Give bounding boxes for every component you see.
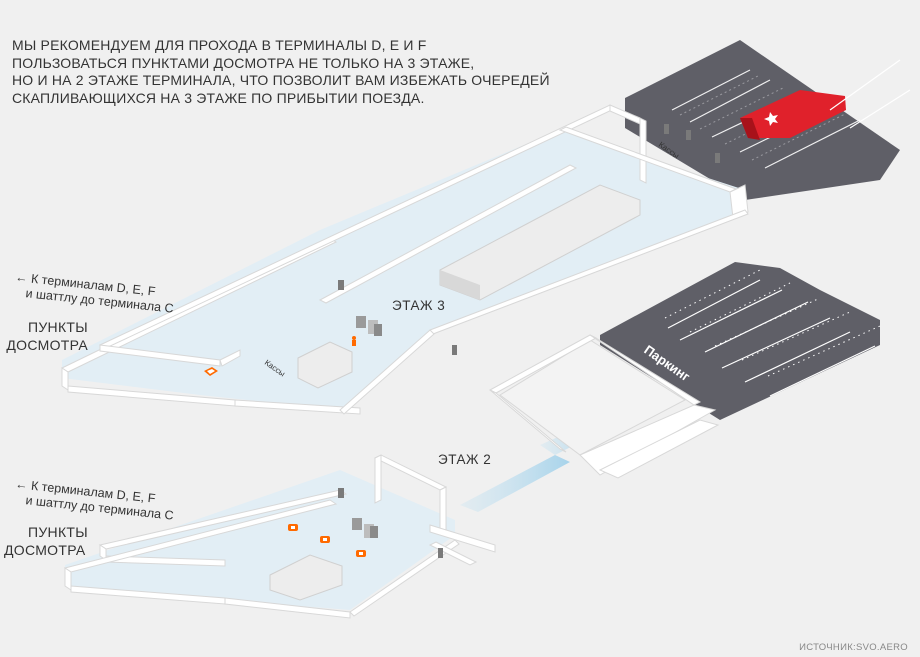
note-line: НО И НА 2 ЭТАЖЕ ТЕРМИНАЛА, ЧТО ПОЗВОЛИТ …: [12, 72, 550, 88]
checkpoint-icon: [320, 536, 330, 543]
bridge-walkway: [460, 334, 720, 512]
train-icon: [740, 90, 846, 140]
checkpoint-icon: [204, 367, 218, 376]
floor2-checkpoints-label: ПУНКТЫ ДОСМОТРА: [4, 523, 88, 559]
checkpoint-icon: [288, 524, 298, 531]
floor2-checkpoints-line1: ПУНКТЫ: [28, 524, 88, 540]
note-line: СКАПЛИВАЮЩИХСЯ НА 3 ЭТАЖЕ ПО ПРИБЫТИИ ПО…: [12, 89, 425, 106]
floor2-checkpoints-line2: ДОСМОТРА: [4, 542, 86, 558]
floor3-checkpoints-label: ПУНКТЫ ДОСМОТРА: [6, 318, 88, 354]
floor2-structure: [63, 454, 496, 619]
parking-area: [600, 262, 881, 420]
checkpoint-icon: [356, 550, 366, 557]
floor3-checkpoints-line2: ДОСМОТРА: [6, 337, 88, 353]
note-line: ПОЛЬЗОВАТЬСЯ ПУНКТАМИ ДОСМОТРА НЕ ТОЛЬКО…: [12, 54, 475, 71]
floor3-structure: [60, 104, 749, 415]
floor2-label: ЭТАЖ 2: [438, 452, 492, 467]
note-line: МЫ РЕКОМЕНДУЕМ ДЛЯ ПРОХОДА В ТЕРМИНАЛЫ D…: [12, 37, 427, 53]
source-credit: ИСТОЧНИК:SVO.AERO: [799, 642, 908, 653]
person-icon: [352, 336, 356, 346]
railway-area: [625, 40, 911, 200]
floor3-label: ЭТАЖ 3: [392, 298, 446, 313]
recommendation-note: МЫ РЕКОМЕНДУЕМ ДЛЯ ПРОХОДА В ТЕРМИНАЛЫ D…: [12, 37, 612, 107]
floor3-checkpoints-line1: ПУНКТЫ: [28, 319, 88, 335]
escalator-icon: [356, 316, 366, 328]
